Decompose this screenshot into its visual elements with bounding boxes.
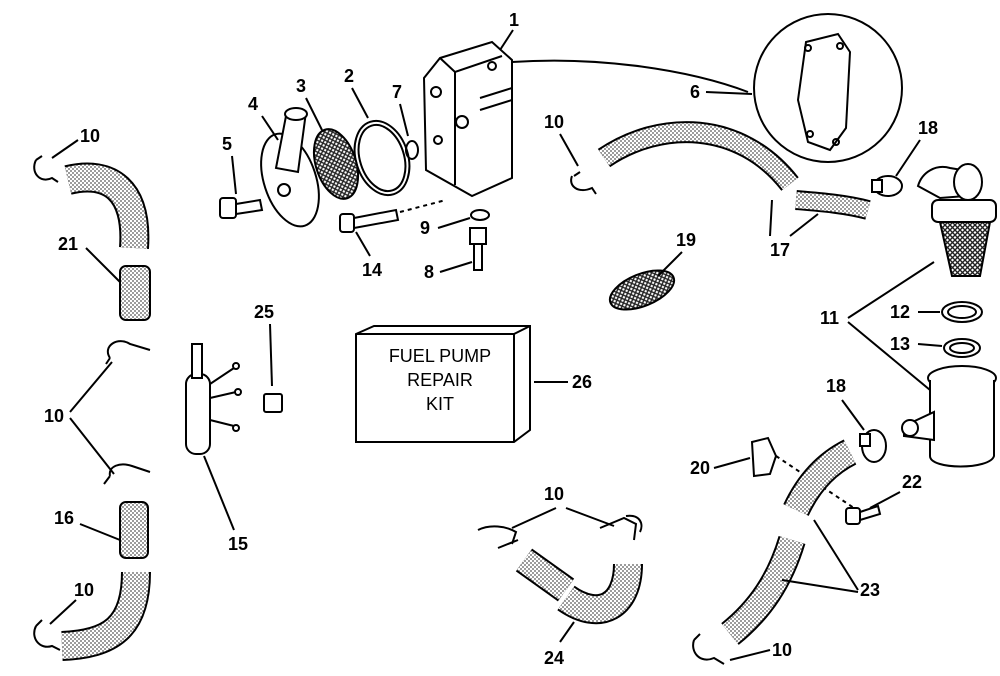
hose-clamp-24-left: [477, 525, 519, 549]
hose-clamp-left-low: [103, 463, 151, 485]
callout-10-left-top: 10: [80, 126, 100, 146]
callout-23: 23: [860, 580, 880, 600]
callout-5: 5: [222, 134, 232, 154]
hose-straight-21: [119, 265, 151, 321]
callout-15: 15: [228, 534, 248, 554]
callout-26: 26: [572, 372, 592, 392]
hose-elbow-bottom-left: [61, 571, 151, 661]
callout-6: 6: [690, 82, 700, 102]
callout-25: 25: [254, 302, 274, 322]
callout-10-mid: 10: [544, 112, 564, 132]
repair-kit-box: [355, 325, 531, 443]
kit-line-1: FUEL PUMP: [389, 346, 491, 366]
pump-fitting: [469, 227, 487, 271]
callout-11: 11: [820, 308, 839, 328]
o-ring-fitting: [470, 209, 490, 221]
bracket-20: [750, 436, 778, 478]
callout-4: 4: [248, 94, 258, 114]
hose-clamp-18-lower: [859, 429, 887, 463]
screw-22: [845, 504, 882, 525]
callout-9: 9: [420, 218, 430, 238]
hose-clamp-bottom-right: [692, 633, 725, 665]
callout-22: 22: [902, 472, 922, 492]
callout-21: 21: [58, 234, 78, 254]
callout-24: 24: [544, 648, 564, 668]
filter-ring-13: [943, 338, 981, 358]
hose-clamp-left-mid: [105, 340, 151, 365]
callout-20: 20: [690, 458, 710, 478]
gasket-19: [608, 269, 676, 311]
fuel-hose-17: [597, 121, 871, 220]
fuel-filter-upper: [916, 163, 997, 277]
cover-screw: [219, 197, 264, 219]
hose-straight-16: [119, 501, 149, 559]
callout-19: 19: [676, 230, 696, 250]
check-valve-15: [185, 343, 242, 455]
kit-line-2: REPAIR: [407, 370, 473, 390]
callout-16: 16: [54, 508, 74, 528]
callout-10-left-mid: 10: [44, 406, 64, 426]
callout-1: 1: [509, 10, 519, 30]
callout-14: 14: [362, 260, 382, 280]
hose-clamp-24-right: [599, 514, 643, 541]
callout-3: 3: [296, 76, 306, 96]
hose-clamp-mid: [570, 171, 597, 195]
filter-screen: [312, 128, 360, 200]
hose-elbow-top-left: [64, 162, 150, 250]
callout-12: 12: [890, 302, 910, 322]
hose-clamp-left-bottom: [33, 619, 61, 651]
callout-10-left-bottom: 10: [74, 580, 94, 600]
callout-10-center: 10: [544, 484, 564, 504]
hose-24: [515, 548, 643, 624]
callout-8: 8: [424, 262, 434, 282]
hose-clamp-left-top: [33, 155, 59, 183]
callout-13: 13: [890, 334, 910, 354]
gasket-detail: [753, 13, 903, 163]
callout-18-lower: 18: [826, 376, 846, 396]
o-ring-small: [405, 140, 419, 160]
callout-7: 7: [392, 82, 402, 102]
fuel-filter-bowl: [901, 365, 997, 468]
hose-23: [721, 439, 857, 645]
mounting-bolt: [339, 199, 447, 233]
plug-25: [263, 393, 283, 413]
callout-10-bottom-right: 10: [772, 640, 792, 660]
kit-line-3: KIT: [426, 394, 454, 414]
hose-clamp-18-upper: [871, 175, 903, 197]
callout-18-upper: 18: [918, 118, 938, 138]
callout-2: 2: [344, 66, 354, 86]
callout-17: 17: [770, 240, 790, 260]
fuel-pump-body: [422, 40, 749, 198]
